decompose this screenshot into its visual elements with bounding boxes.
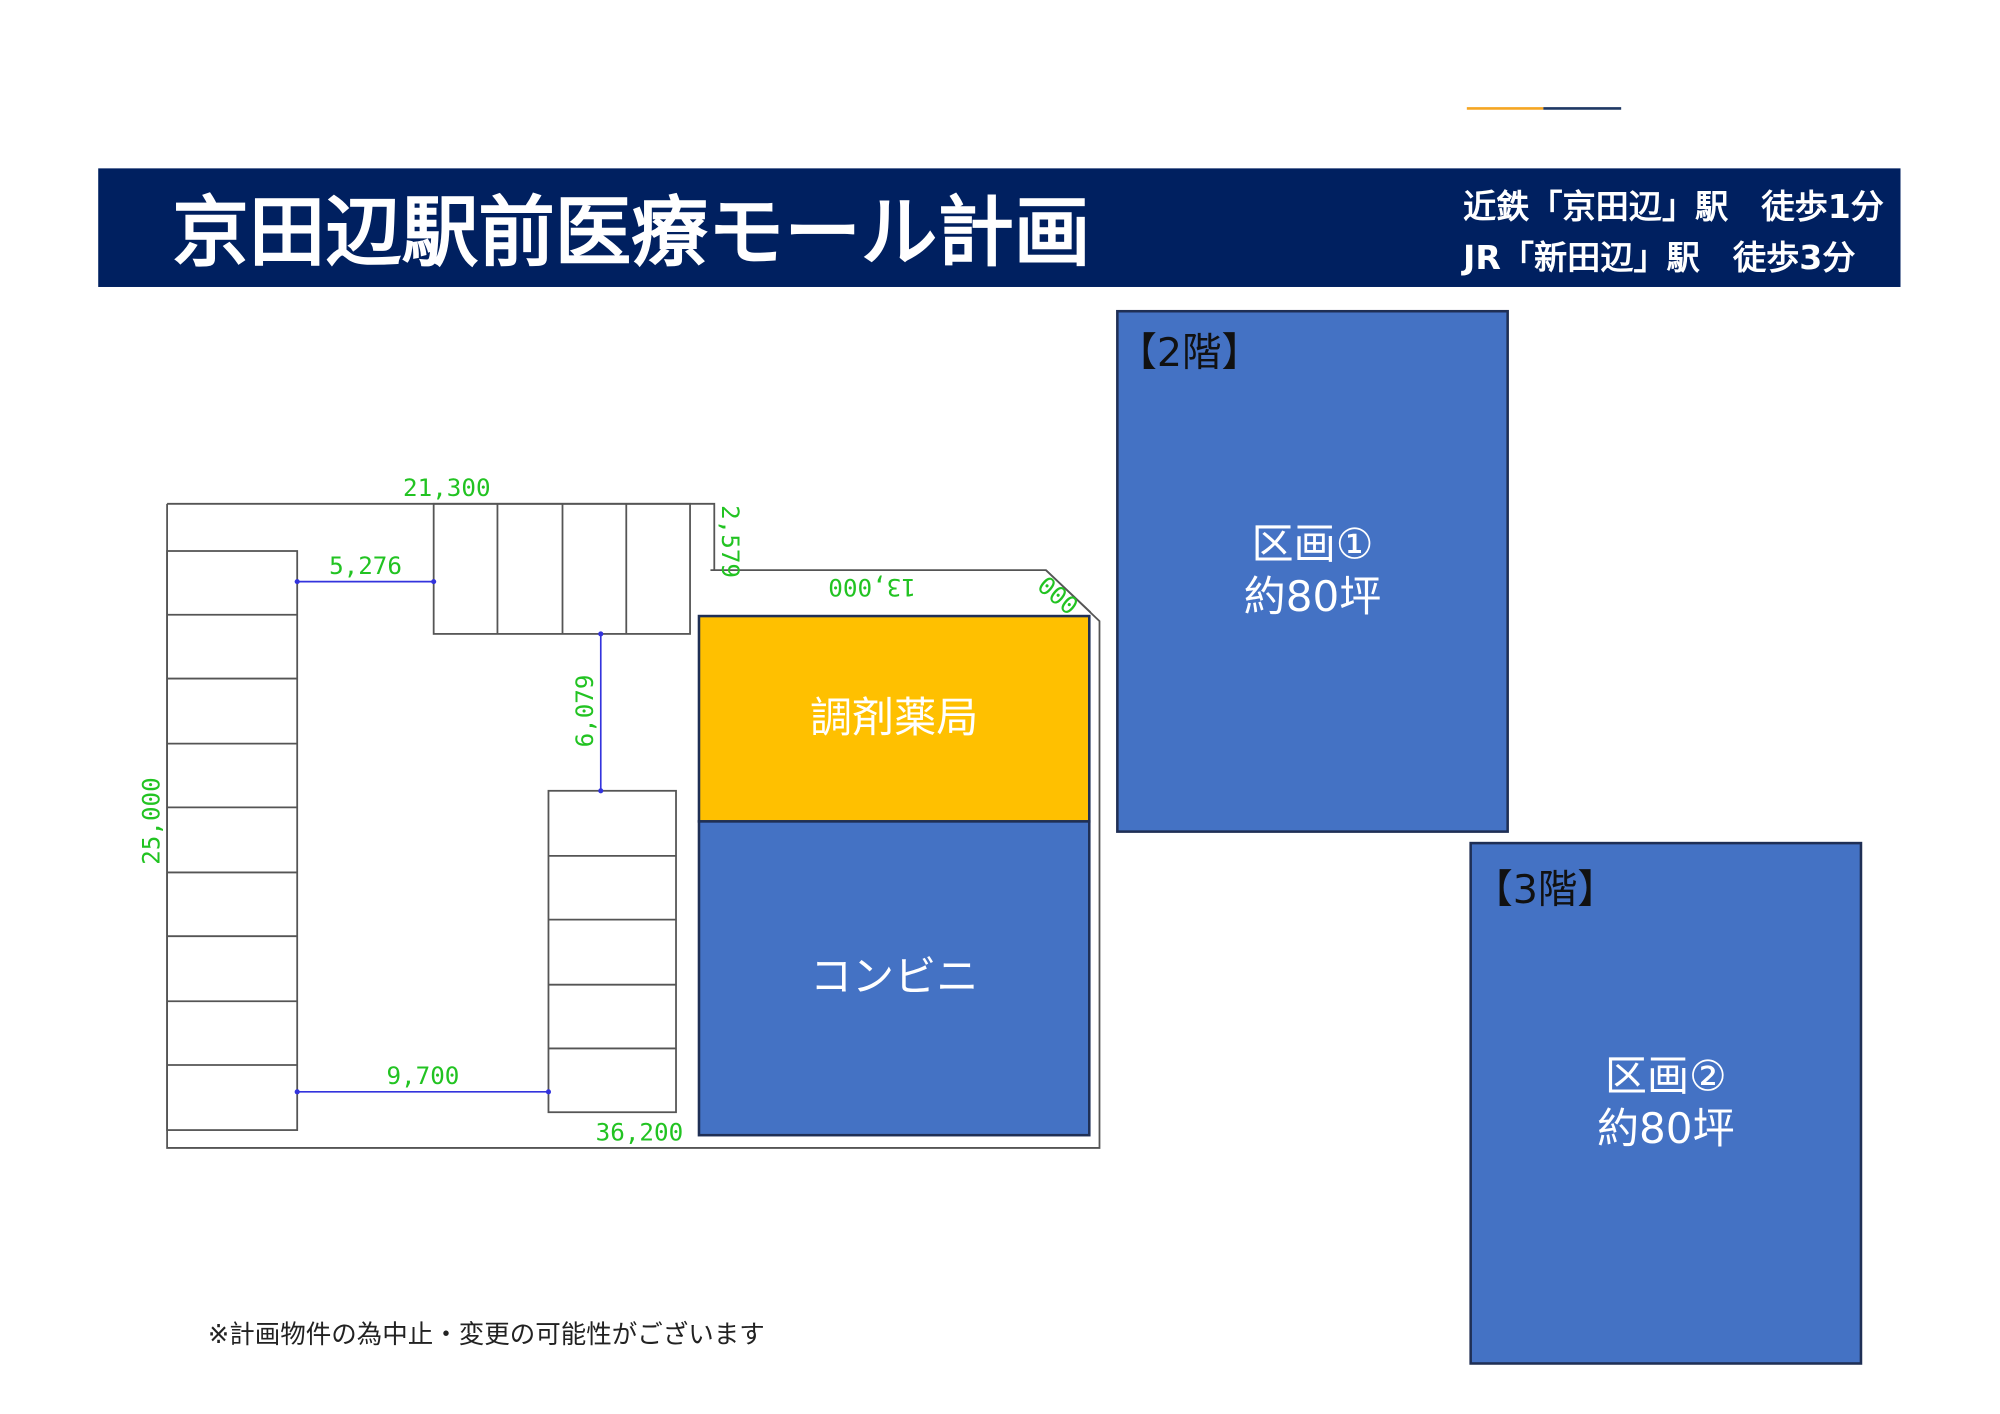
dim-stall-gap-bottom: 9,700 (386, 1062, 459, 1090)
dim-site-depth: 25,000 (137, 777, 165, 864)
unit-pharmacy: 調剤薬局 (697, 614, 1091, 823)
parking-stalls-middle (547, 789, 677, 1114)
floor-2-label: 【2階】 (1117, 330, 1261, 376)
page-title: 京田辺駅前医療モール計画 (172, 189, 1090, 278)
parking-stalls-left (166, 550, 299, 1131)
dim-site-width: 36,200 (596, 1118, 684, 1146)
footnote: ※計画物件の為中止・変更の可能性がございます (208, 1320, 765, 1350)
dim-corner: 000 (1032, 571, 1084, 621)
access-kintetsu: 近鉄「京田辺」駅 徒歩1分 (1463, 187, 1884, 226)
unit-convenience-store-label: コンビニ (810, 952, 978, 1001)
floor-3-area: 約80坪 (1597, 1104, 1735, 1153)
unit-pharmacy-label: 調剤薬局 (810, 693, 978, 742)
dim-top-width: 21,300 (403, 474, 491, 502)
parking-stalls-top (432, 502, 691, 635)
floor-3-label: 【3階】 (1473, 867, 1617, 913)
unit-convenience-store: コンビニ (697, 820, 1091, 1137)
dim-stall-gap-top: 5,276 (329, 552, 402, 580)
floor-3-block: 【3階】 区画② 約80坪 (1469, 841, 1863, 1365)
floor-2-unit: 区画① (1252, 520, 1374, 569)
floor-2-block: 【2階】 区画① 約80坪 (1116, 309, 1509, 833)
dim-aisle-vertical: 6,079 (571, 675, 599, 748)
dimension-lines (294, 579, 604, 1095)
floor-2-area: 約80坪 (1244, 572, 1382, 621)
dim-front-width: 13,000 (828, 573, 916, 601)
dim-top-offset: 2,579 (716, 505, 744, 578)
floor-3-unit: 区画② (1605, 1052, 1727, 1101)
title-banner (98, 168, 1901, 287)
access-jr: JR「新田辺」駅 徒歩3分 (1461, 238, 1856, 277)
